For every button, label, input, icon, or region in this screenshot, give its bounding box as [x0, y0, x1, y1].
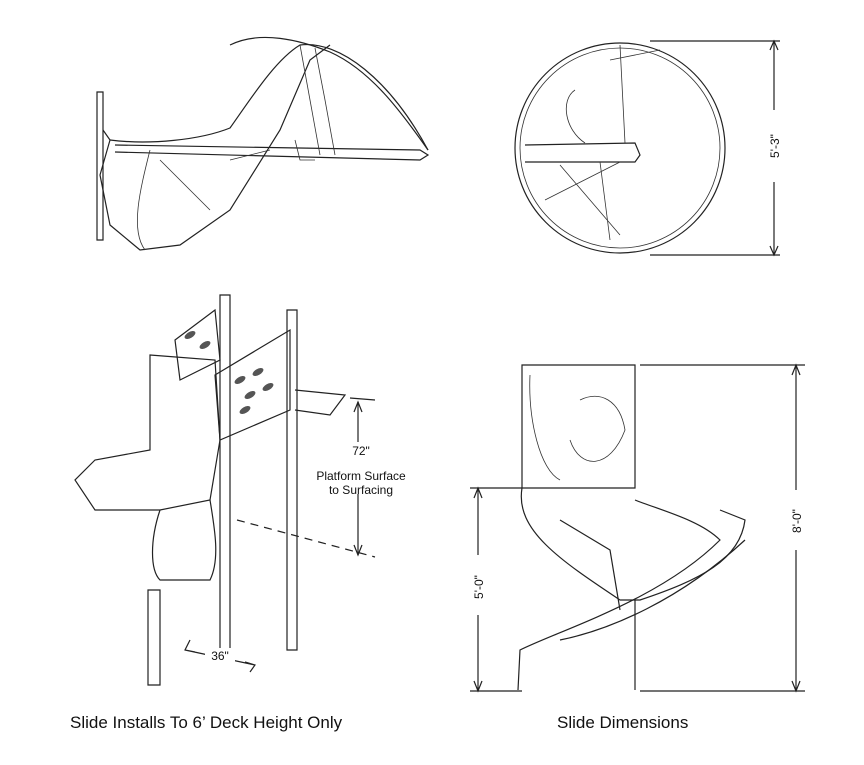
slide-top-view: 5'-3" — [514, 39, 782, 257]
caption-right: Slide Dimensions — [557, 713, 689, 732]
slide-side-view — [96, 36, 430, 251]
diameter-label: 5'-3" — [768, 134, 782, 158]
height-label: 72" — [352, 444, 370, 458]
height-note-line2: to Surfacing — [329, 483, 393, 497]
exit-height-label: 5'-0" — [472, 575, 486, 599]
caption-left: Slide Installs To 6’ Deck Height Only — [70, 713, 343, 732]
height-note-line1: Platform Surface — [316, 469, 406, 483]
slide-elevation-view: 5'-0" 8'-0" — [470, 363, 805, 693]
total-height-label: 8'-0" — [790, 509, 804, 533]
width-label: 36" — [211, 649, 229, 663]
